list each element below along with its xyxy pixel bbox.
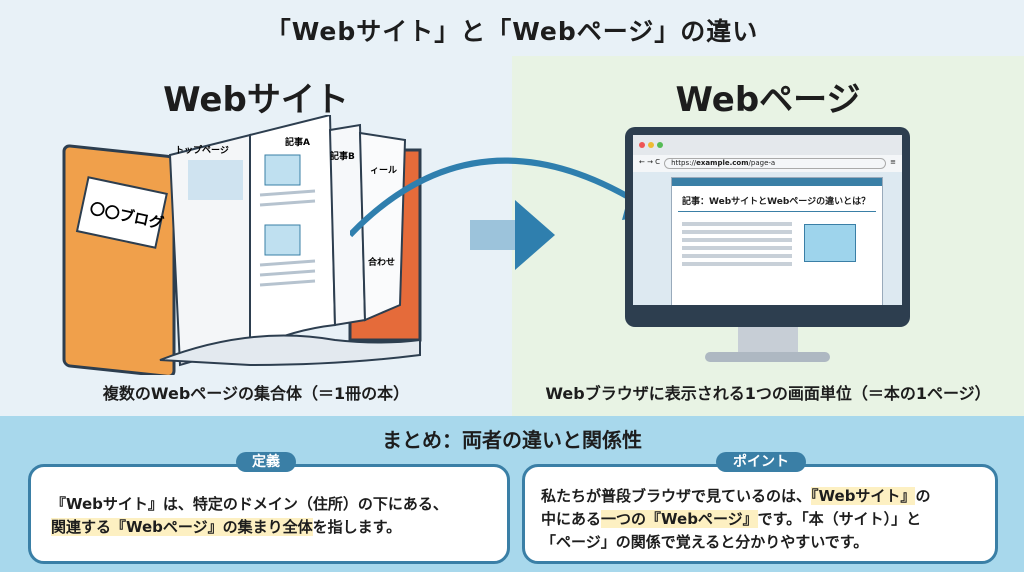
webpage-caption: Webブラウザに表示される1つの画面単位（＝本の1ページ） [545,384,991,403]
website-heading: Webサイト [163,80,349,120]
nav-icons[interactable]: ← → C [639,158,661,166]
article-page: 記事：WebサイトとWebページの違いとは？ [671,177,883,305]
monitor-stand [738,327,798,355]
definition-line-1: 『Webサイト』は、特定のドメイン（住所）の下にある、 [51,495,448,513]
menu-icon[interactable]: ≡ [890,158,896,166]
definition-card: 『Webサイト』は、特定のドメイン（住所）の下にある、 関連する『Webページ』… [28,464,510,564]
point-text: 私たちが普段ブラウザで見ているのは、『Webサイト』の 中にある一つの『Webペ… [541,485,930,554]
right-arrow-icon [470,200,555,270]
definition-highlight: 関連する『Webページ』の集まり全体 [51,518,313,536]
text-lines [682,222,792,226]
point-card: 私たちが普段ブラウザで見ているのは、『Webサイト』の 中にある一つの『Webペ… [522,464,998,564]
browser-tab-bar [633,135,902,155]
monitor-base [705,352,830,362]
definition-rest: を指します。 [312,518,402,536]
definition-badge: 定義 [236,452,296,472]
book-illustration: 〇〇ブログ トップページ 記事A 記事B ィール 合わせ [62,115,422,375]
point-line-1: 私たちが普段ブラウザで見ているのは、『Webサイト』の [541,487,931,505]
page-tab-article-a: 記事A [285,136,310,148]
url-path: /page-a [748,159,776,167]
point-line-3: 「ページ」の関係で覚えると分かりやすいです。 [541,533,869,551]
webpage-heading: Webページ [675,80,861,120]
page-tab-top: トップページ [175,144,229,156]
url-prefix: https:// [671,159,697,167]
website-caption: 複数のWebページの集合体（＝1冊の本） [102,384,410,403]
point-line-2: 中にある一つの『Webページ』です。「本（サイト）」と [541,510,922,528]
definition-line-2: 関連する『Webページ』の集まり全体を指します。 [51,516,448,539]
page-tab-contact: 合わせ [368,256,395,268]
url-field[interactable]: https://example.com/page-a [664,158,887,169]
page-tab-profile: ィール [370,165,397,176]
summary-title: まとめ：両者の違いと関係性 [382,428,642,452]
page-tab-article-b: 記事B [330,150,355,162]
article-title: 記事：WebサイトとWebページの違いとは？ [678,186,876,212]
url-domain: example.com [696,159,749,167]
image-icon [804,224,856,262]
definition-text: 『Webサイト』は、特定のドメイン（住所）の下にある、 関連する『Webページ』… [51,493,448,539]
point-badge: ポイント [716,452,806,472]
page-title: 「Webサイト」と「Webページ」の違い [265,17,759,46]
